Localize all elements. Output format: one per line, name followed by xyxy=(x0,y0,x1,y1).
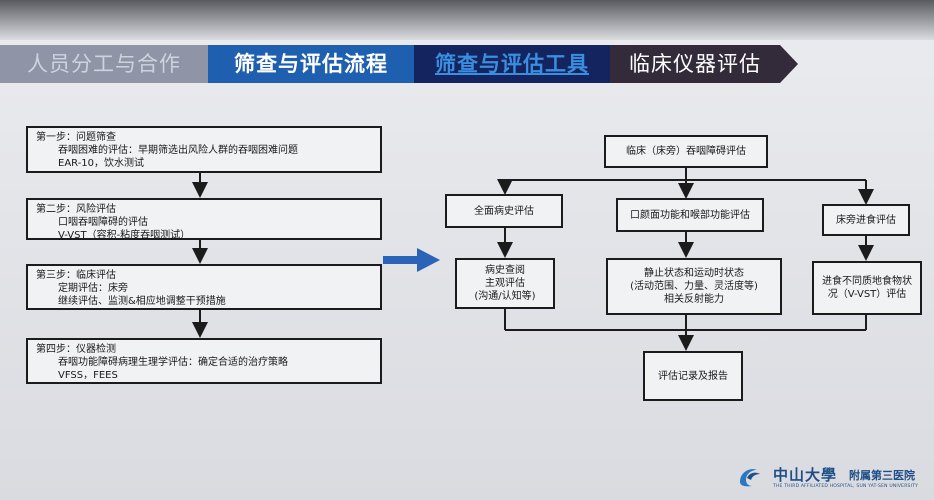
university-name-cn: 中山大學 xyxy=(773,466,838,484)
branch-bedside-box: 床旁进食评估 xyxy=(822,204,910,236)
transition-arrow-icon xyxy=(383,248,440,272)
section-nav: 人员分工与合作 筛查与评估流程 筛查与评估工具 临床仪器评估 xyxy=(0,45,934,89)
step-2-title: 第二步：风险评估 xyxy=(36,204,116,215)
detail-oral-box: 静止状态和运动时状态 (活动范围、力量、灵活度等) 相关反射能力 xyxy=(606,258,782,315)
hospital-emblem-icon xyxy=(740,469,760,487)
root-label: 临床（床旁）吞咽障碍评估 xyxy=(626,146,746,157)
step-1-box: 第一步：问题筛查 吞咽困难的评估：早期筛选出风险人群的吞咽困难问题 EAR-10… xyxy=(26,126,382,173)
step-4-box: 第四步：仪器检测 吞咽功能障碍病理生理学评估：确定合适的治疗策略 VFSS，FE… xyxy=(26,338,382,384)
branch-bedside-label: 床旁进食评估 xyxy=(836,214,896,226)
step-1-line-1: 吞咽困难的评估：早期筛选出风险人群的吞咽困难问题 xyxy=(58,145,298,156)
hospital-name-en: THE THIRD AFFILIATED HOSPITAL, SUN YAT-S… xyxy=(773,484,919,489)
branch-oral-box: 口颜面功能和喉部功能评估 xyxy=(616,198,764,232)
detail-oral-line-3: 相关反射能力 xyxy=(664,294,724,305)
detail-bedside-box: 进食不同质地食物状 况（V-VST）评估 xyxy=(812,261,922,315)
result-report-box: 评估记录及报告 xyxy=(643,351,743,401)
step-4-line-1: 吞咽功能障碍病理生理学评估：确定合适的治疗策略 xyxy=(58,357,288,368)
detail-history-box: 病史查阅 主观评估 (沟通/认知等) xyxy=(455,258,555,309)
detail-history-line-1: 病史查阅 xyxy=(485,265,525,276)
step-3-title: 第三步：临床评估 xyxy=(36,270,116,281)
step-3-box: 第三步：临床评估 定期评估：床旁 继续评估、监测&相应地调整干预措施 xyxy=(26,264,382,310)
detail-history-line-3: (沟通/认知等) xyxy=(474,291,536,302)
tab-staff-cooperation[interactable]: 人员分工与合作 xyxy=(0,45,208,83)
detail-bedside-line-1: 进食不同质地食物状 xyxy=(822,276,912,287)
step-4-title: 第四步：仪器检测 xyxy=(36,344,116,355)
result-report-label: 评估记录及报告 xyxy=(658,370,728,382)
detail-history-line-2: 主观评估 xyxy=(485,278,525,289)
tab-screening-tools[interactable]: 筛查与评估工具 xyxy=(414,45,610,83)
step-3-line-1: 定期评估：床旁 xyxy=(58,283,128,294)
branch-oral-label: 口颜面功能和喉部功能评估 xyxy=(630,209,750,221)
detail-bedside-line-2: 况（V-VST）评估 xyxy=(827,289,907,300)
step-1-title: 第一步：问题筛查 xyxy=(36,132,116,143)
step-4-line-2: VFSS，FEES xyxy=(58,370,118,381)
tab-clinical-instruments[interactable]: 临床仪器评估 xyxy=(610,45,780,83)
branch-history-label: 全面病史评估 xyxy=(474,205,534,217)
detail-oral-line-1: 静止状态和运动时状态 xyxy=(644,268,744,279)
nav-arrow-tip xyxy=(780,45,798,83)
root-bedside-assessment-box: 临床（床旁）吞咽障碍评估 xyxy=(604,135,768,168)
branch-history-box: 全面病史评估 xyxy=(445,194,563,228)
tab-screening-process[interactable]: 筛查与评估流程 xyxy=(208,45,414,83)
step-2-line-2: V-VST（容积-粘度吞咽测试） xyxy=(58,230,191,241)
detail-oral-line-2: (活动范围、力量、灵活度等) xyxy=(630,281,758,292)
hospital-name-cn: 附属第三医院 xyxy=(849,469,915,482)
top-shadow xyxy=(0,0,934,40)
step-1-line-2: EAR-10，饮水测试 xyxy=(58,158,145,169)
step-2-box: 第二步：风险评估 口咽吞咽障碍的评估 V-VST（容积-粘度吞咽测试） xyxy=(26,198,382,241)
hospital-logo: 中山大學 附属第三医院 THE THIRD AFFILIATED HOSPITA… xyxy=(737,462,927,494)
step-3-line-2: 继续评估、监测&相应地调整干预措施 xyxy=(58,296,226,307)
step-2-line-1: 口咽吞咽障碍的评估 xyxy=(58,217,148,228)
